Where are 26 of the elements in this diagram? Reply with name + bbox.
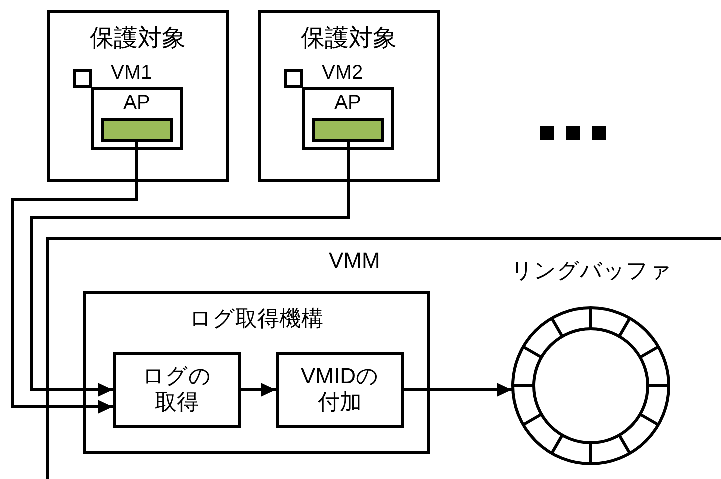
- process-box: [276, 352, 404, 428]
- box-title: AP: [122, 92, 152, 115]
- vm-label: VM1: [111, 63, 152, 83]
- process-box: [113, 352, 241, 428]
- box-title: VMM: [329, 248, 380, 274]
- process-box: [91, 87, 183, 150]
- bar-shape: [101, 118, 173, 142]
- process-box: [302, 87, 394, 150]
- box-title: 保護対象: [89, 25, 187, 53]
- box-title: AP: [334, 92, 362, 115]
- process-box: [47, 10, 229, 182]
- region-frame: [46, 237, 721, 479]
- box-label: ログの取得: [142, 364, 212, 416]
- process-box: [258, 10, 440, 182]
- ring-buffer: [511, 258, 671, 468]
- arrow: [241, 383, 276, 397]
- box-title: 保護対象: [300, 25, 398, 53]
- vm-label: VM2: [322, 63, 364, 83]
- process-box: [83, 291, 430, 454]
- box-label: VMIDの付加: [300, 364, 380, 416]
- bar-shape: [312, 118, 384, 142]
- box-title: リングバッファ: [511, 258, 671, 284]
- arrow: [30, 142, 350, 397]
- arrow: [12, 142, 138, 414]
- box-title: ログ取得機構: [188, 306, 324, 332]
- arrow: [404, 383, 512, 397]
